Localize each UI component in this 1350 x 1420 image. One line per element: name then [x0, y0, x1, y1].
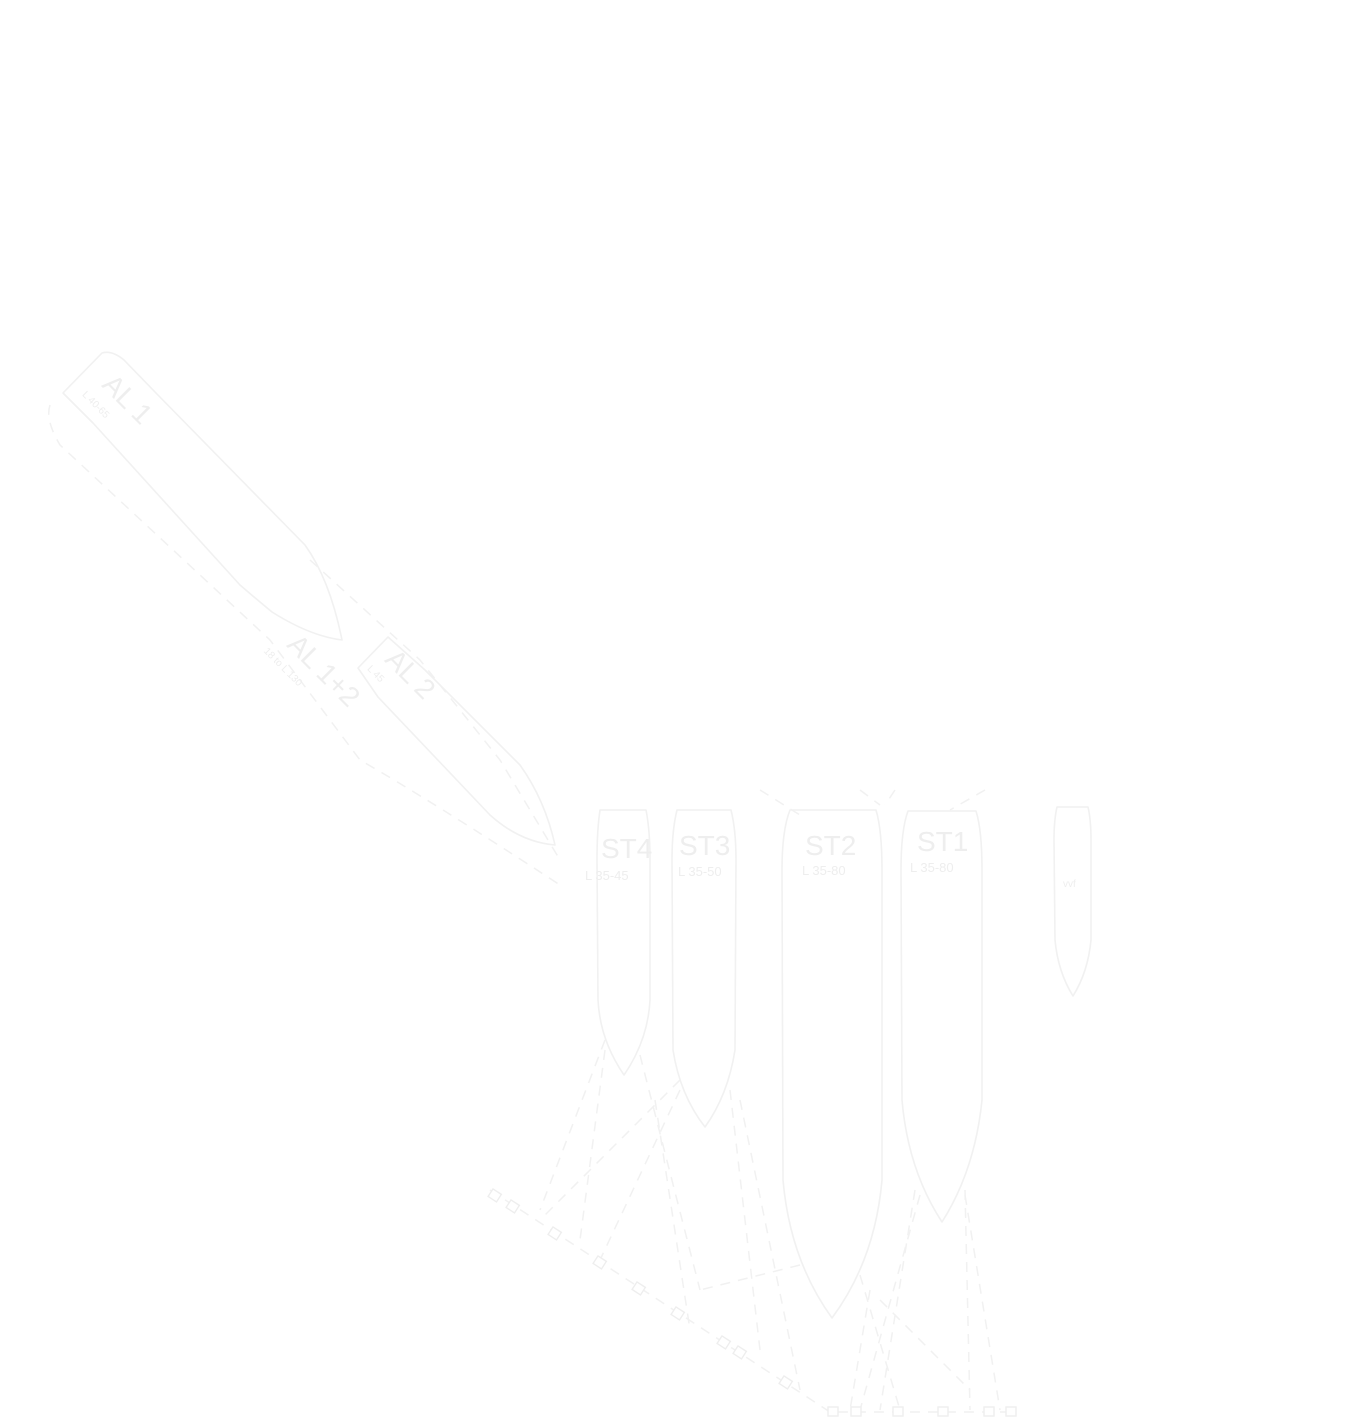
marker	[487, 1187, 503, 1203]
marker	[631, 1280, 647, 1296]
st2-label: ST2	[805, 830, 856, 861]
area-st4: ST4 L 35-45	[585, 809, 652, 1076]
area-st1: ST1 L 35-80	[900, 810, 983, 1223]
marker	[547, 1225, 563, 1241]
marker	[505, 1198, 521, 1214]
area-al1: AL 1 L 40-65	[62, 351, 343, 641]
marker	[670, 1305, 686, 1321]
st1-label: ST1	[917, 826, 968, 857]
marker	[716, 1334, 732, 1350]
st3-label: ST3	[679, 830, 730, 861]
marker	[778, 1374, 794, 1390]
marker	[892, 1406, 904, 1417]
marker	[1005, 1406, 1017, 1417]
st4-label: ST4	[601, 833, 652, 864]
area-al2: AL 2 L 45	[357, 636, 556, 846]
al1-label: AL 1	[97, 368, 159, 430]
marker	[937, 1406, 949, 1417]
al2-label: AL 2	[379, 643, 441, 705]
st1-spec: L 35-80	[910, 860, 954, 875]
area-al12-label: AL 1+2 18 to L 130	[261, 628, 366, 712]
marker	[732, 1344, 748, 1360]
marker	[827, 1406, 839, 1417]
st4-spec: L 35-45	[585, 868, 629, 883]
marker	[983, 1406, 995, 1417]
edge-markers	[487, 1187, 1017, 1417]
marker	[592, 1254, 608, 1270]
area-vvf: vvf	[1053, 806, 1092, 997]
marker	[850, 1406, 862, 1417]
st3-spec: L 35-50	[678, 864, 722, 879]
area-st2: ST2 L 35-80	[781, 809, 883, 1319]
connection-lines	[48, 404, 1015, 1413]
area-st3: ST3 L 35-50	[671, 809, 737, 1128]
st2-spec: L 35-80	[802, 863, 846, 878]
vvf-label: vvf	[1063, 879, 1076, 890]
